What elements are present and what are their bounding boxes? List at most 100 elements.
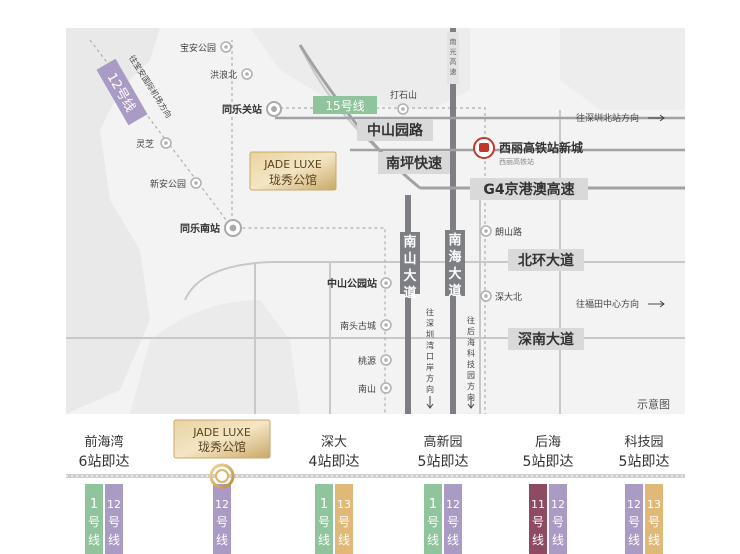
metro-line-bar	[529, 484, 547, 554]
direction-labels: 往深圳北站方向 往福田中心方向 往深圳湾口岸方向 往后海科技园方向	[426, 112, 665, 409]
terrain-south	[130, 300, 300, 414]
map-note: 示意图	[637, 397, 670, 411]
metro-line-number: 11	[531, 498, 545, 511]
timeline-stop-name: 高新园	[423, 434, 462, 450]
station-nanshan: 南山	[358, 382, 392, 395]
svg-text:朗山路: 朗山路	[495, 226, 522, 238]
metro-line-bar	[424, 484, 442, 554]
metro-line-suffix: 线	[216, 533, 228, 547]
svg-text:洪浪北: 洪浪北	[210, 69, 237, 81]
svg-text:打石山: 打石山	[390, 89, 417, 101]
stations: 宝安公园 洪浪北 同乐关站 灵芝 新安公园 同乐南站	[136, 41, 522, 395]
station-honglang-north: 洪浪北	[210, 68, 253, 81]
metro-line-suffix: 号	[338, 515, 350, 529]
metro-line-number: 1	[90, 497, 98, 512]
svg-text:桃源: 桃源	[358, 355, 376, 367]
station-zhongshan-park: 中山公园站	[327, 277, 392, 290]
station-xinan-park: 新安公园	[150, 177, 202, 190]
station-baoan-park: 宝安公园	[180, 41, 232, 54]
svg-text:同乐关站: 同乐关站	[222, 103, 262, 116]
line15-label-bg	[313, 96, 377, 114]
metro-line-number: 13	[647, 498, 661, 511]
station-dashishan: 打石山	[390, 89, 417, 115]
metro-line-bar	[335, 484, 353, 554]
road-nanguang: 南光高速	[450, 37, 457, 76]
metro-line-suffix: 线	[88, 533, 100, 547]
svg-text:南头古城: 南头古城	[340, 320, 376, 332]
metro-line-bar	[105, 484, 123, 554]
metro-line-bar	[549, 484, 567, 554]
brand-badge-map: JADE LUXE 珑秀公馆	[249, 151, 337, 191]
terrain-west	[66, 28, 160, 414]
road-nanshan-da: 南山大道	[403, 234, 416, 301]
metro-line-number: 13	[337, 498, 351, 511]
metro-line-suffix: 号	[648, 515, 660, 529]
road-labels: 中山园路 南坪快速 G4京港澳高速 北环大道 深南大道 南山大道 南海大道 南光…	[357, 32, 588, 350]
metro-line-bar	[85, 484, 103, 554]
svg-text:西丽高铁站新城: 西丽高铁站新城	[499, 140, 583, 155]
current-station-dot	[215, 469, 229, 483]
timeline-stop-name: 后海	[535, 435, 561, 450]
metro-line-number: 12	[446, 498, 460, 511]
metro-line-suffix: 号	[532, 515, 544, 529]
metro-line-bar	[625, 484, 643, 554]
arrow-down-icon	[467, 396, 475, 409]
metro-line-number: 1	[429, 497, 437, 512]
svg-text:西丽高铁站: 西丽高铁站	[499, 157, 534, 166]
arrow-right-icon	[648, 300, 665, 308]
road-beihuan: 北环大道	[518, 252, 574, 269]
metro-line-suffix: 线	[318, 533, 330, 547]
metro-line-suffix: 线	[532, 533, 544, 547]
station-lingzhi: 灵芝	[136, 137, 172, 150]
station-nantou: 南头古城	[340, 319, 392, 332]
svg-text:灵芝: 灵芝	[136, 138, 154, 150]
metro-line-suffix: 号	[447, 515, 459, 529]
metro-line-suffix: 线	[108, 533, 120, 547]
metro-line-suffix: 线	[648, 533, 660, 547]
arrow-down-icon	[426, 396, 434, 409]
xili-hsr-station: 西丽高铁站新城 西丽高铁站	[473, 137, 583, 166]
metro-line-number: 12	[627, 498, 641, 511]
svg-text:往福田中心方向: 往福田中心方向	[576, 298, 639, 310]
metro-line-suffix: 号	[108, 515, 120, 529]
station-taoyuan: 桃源	[358, 354, 392, 367]
brand-en: JADE LUXE	[192, 426, 251, 439]
train-icon	[479, 143, 489, 152]
station-tongle-guan: 同乐关站	[222, 101, 282, 117]
svg-text:往深圳北站方向: 往深圳北站方向	[576, 112, 639, 124]
metro-line-suffix: 线	[628, 533, 640, 547]
brand-cn: 珑秀公馆	[198, 439, 246, 454]
terrain-north	[250, 28, 470, 110]
timeline-stop-count: 4站即达	[309, 454, 360, 470]
arrow-right-icon	[648, 114, 665, 122]
metro-line-bar	[645, 484, 663, 554]
metro-line-suffix: 号	[216, 515, 228, 529]
timeline-stop-name: 深大	[321, 435, 347, 450]
timeline-stop-name: 科技园	[624, 435, 663, 450]
metro-line-suffix: 号	[552, 515, 564, 529]
metro-line-number: 1	[320, 497, 328, 512]
metro-line-bar	[444, 484, 462, 554]
timeline-stop-count: 5站即达	[418, 454, 469, 470]
svg-text:同乐南站: 同乐南站	[180, 222, 220, 235]
metro-line-suffix: 号	[88, 515, 100, 529]
current-station-marker	[209, 463, 235, 489]
svg-text:JADE LUXE: JADE LUXE	[263, 158, 322, 171]
svg-text:新安公园: 新安公园	[150, 178, 186, 190]
station-tongle-nan: 同乐南站	[180, 219, 242, 237]
timeline-stop-count: 5站即达	[523, 454, 574, 470]
road-nanping: 南坪快速	[386, 155, 442, 172]
svg-text:深大北: 深大北	[495, 291, 522, 303]
metro-line-suffix: 线	[447, 533, 459, 547]
metro-line-suffix: 号	[318, 515, 330, 529]
road-nanhai-da: 南海大道	[448, 232, 461, 299]
road-g4: G4京港澳高速	[483, 181, 574, 198]
metro-line-suffix: 号	[427, 515, 439, 529]
metro-line-bar	[213, 484, 231, 554]
timeline-stop-count: 6站即达	[79, 454, 130, 470]
road-zhongshan: 中山园路	[367, 122, 424, 139]
terrain-ne	[560, 28, 685, 110]
brand-badge-timeline	[173, 419, 271, 459]
station-langshan: 朗山路	[480, 225, 522, 238]
